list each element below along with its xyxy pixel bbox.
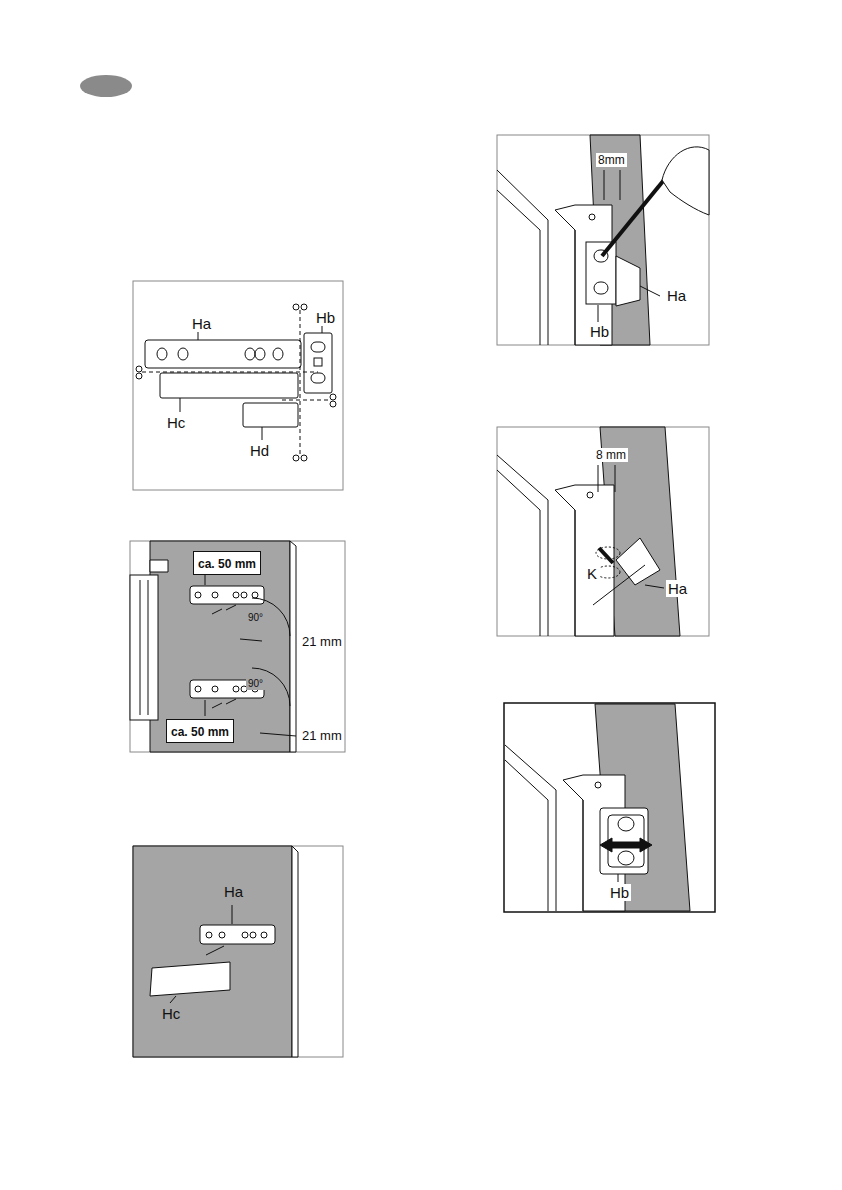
part-label: Ha (666, 580, 689, 597)
dimension-label: 8 mm (594, 448, 628, 462)
part-label: Hd (248, 442, 271, 459)
mounting-figure (130, 541, 345, 752)
part-label: K (585, 565, 599, 582)
dimension-text: ca. 50 mm (198, 557, 256, 571)
part-label: Hb (608, 884, 631, 901)
door-figure-c (504, 703, 715, 912)
dimension-box: ca. 50 mm (193, 551, 261, 575)
dimension-label: 8mm (596, 153, 627, 167)
part-label: Ha (222, 883, 245, 900)
door-figure-a (497, 135, 709, 345)
dimension-box: ca. 50 mm (166, 719, 234, 743)
cover-figure (133, 846, 343, 1057)
part-label: Hc (160, 1005, 182, 1022)
part-label: Ha (665, 287, 688, 304)
part-label: Ha (190, 315, 213, 332)
language-badge (80, 75, 132, 97)
part-label: Hb (314, 309, 337, 326)
angle-label: 90° (246, 678, 265, 690)
dimension-label: 21 mm (300, 728, 344, 743)
parts-figure (133, 281, 343, 490)
door-figure-b (497, 427, 709, 636)
angle-label: 90° (246, 612, 265, 624)
part-label: Hb (588, 323, 611, 340)
dimension-text: ca. 50 mm (171, 725, 229, 739)
dimension-label: 21 mm (300, 634, 344, 649)
part-label: Hc (165, 414, 187, 431)
